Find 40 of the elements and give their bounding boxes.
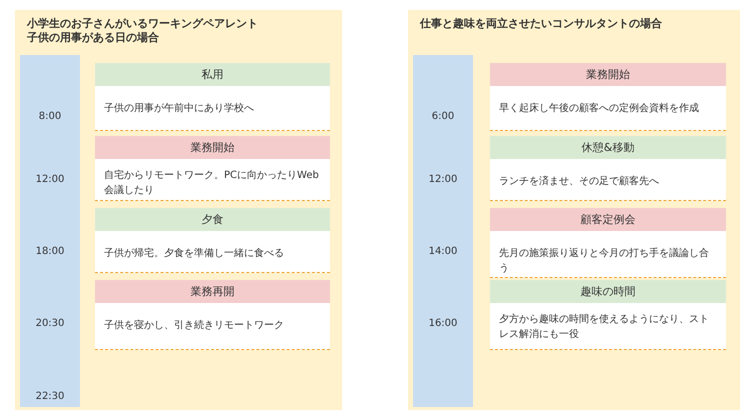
timeline-bar [413, 55, 473, 407]
card-header: 顧客定例会 [490, 208, 726, 231]
card-description: 先月の施策振り返りと今月の打ち手を議論し合う [499, 246, 710, 276]
card-header: 休憩&移動 [490, 136, 726, 159]
scenario-panel [15, 10, 342, 410]
timeline-bar [20, 55, 80, 407]
panel-title: 仕事と趣味を両立させたいコンサルタントの場合 [420, 16, 662, 31]
time-label: 12:00 [428, 174, 458, 185]
time-label: 16:00 [428, 318, 458, 329]
card-description: 早く起床し午後の顧客への定例会資料を作成 [499, 102, 700, 116]
time-label: 22:30 [34, 391, 66, 402]
schedule-card [490, 136, 726, 201]
time-label: 8:00 [38, 111, 62, 122]
schedule-card [490, 280, 726, 350]
time-label: 6:00 [430, 111, 456, 122]
card-description: 自宅からリモートワーク。PCに向かったりWeb会議したり [104, 168, 320, 198]
card-description: 子供が帰宅。夕食を準備し一緒に食べる [104, 246, 285, 261]
card-header: 業務開始 [95, 136, 330, 159]
time-label: 18:00 [34, 246, 66, 257]
schedule-card [95, 136, 330, 201]
card-header: 趣味の時間 [490, 280, 726, 303]
card-description: ランチを済ませ、その足で顧客先へ [499, 174, 660, 189]
time-label: 14:00 [428, 246, 458, 257]
schedule-card [95, 208, 330, 273]
schedule-card [490, 208, 726, 278]
card-description: 子供の用事が午前中にあり学校へ [104, 102, 255, 116]
card-header: 夕食 [95, 208, 330, 231]
schedule-card [95, 63, 330, 131]
panel-title: 子供の用事がある日の場合 [27, 30, 159, 45]
panel-title: 小学生のお子さんがいるワーキングペアレント [27, 16, 258, 31]
card-header: 私用 [95, 63, 330, 86]
card-header: 業務再開 [95, 280, 330, 303]
scenario-panel [408, 10, 740, 410]
card-description: 子供を寝かし、引き続きリモートワーク [104, 318, 285, 333]
card-description: 夕方から趣味の時間を使えるようになり、ストレス解消にも一役 [499, 312, 710, 342]
time-label: 20:30 [34, 318, 66, 329]
schedule-card [95, 280, 330, 350]
time-label: 12:00 [34, 174, 66, 185]
card-header: 業務開始 [490, 63, 726, 86]
schedule-card [490, 63, 726, 131]
